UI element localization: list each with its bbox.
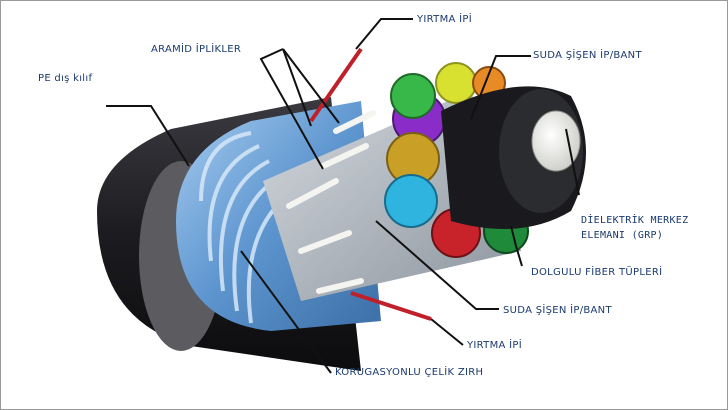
label-filled-fiber-tubes: DOLGULU FİBER TÜPLERİ	[531, 267, 663, 278]
label-ripcord-bottom: YIRTMA İPİ	[467, 340, 522, 351]
leader-lines	[106, 18, 580, 374]
label-dielectric-member-line1: DİELEKTRİK MERKEZ	[581, 215, 689, 226]
label-dielectric-member-line2: ELEMANI (GRP)	[581, 230, 664, 241]
ripcord-top-shape	[309, 47, 363, 123]
label-aramid-yarns: ARAMİD İPLİKLER	[151, 44, 242, 55]
ripcord-bottom-shape	[350, 291, 432, 321]
label-corrugated-steel-armor: KORUGASYONLU ÇELİK ZIRH	[335, 367, 484, 378]
label-pe-jacket: PE dış kılıf	[38, 73, 93, 84]
label-water-swellable-tape-top: SUDA ŞİŞEN İP/BANT	[533, 50, 642, 61]
central-member	[531, 110, 581, 172]
label-ripcord-top: YIRTMA İPİ	[417, 14, 472, 25]
label-water-swellable-tape-bottom: SUDA ŞİŞEN İP/BANT	[503, 305, 612, 316]
aramid-yarns	[286, 110, 376, 294]
